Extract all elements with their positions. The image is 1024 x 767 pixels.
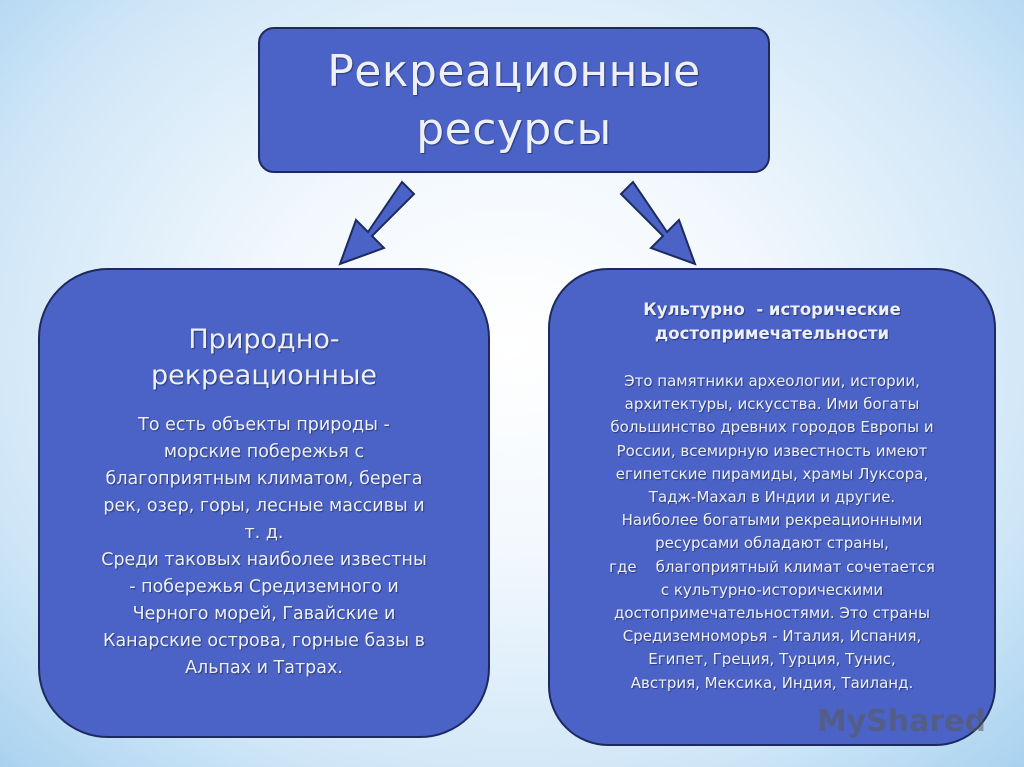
- text-line: Это памятники археологии, истории,: [624, 372, 920, 390]
- text-line: Тадж-Махал в Индии и другие.: [648, 488, 896, 507]
- text-line: благоприятным климатом, берега: [105, 469, 423, 489]
- title-line-1: Рекреационные: [327, 46, 701, 97]
- text-line: ресурсами обладают страны,: [655, 534, 889, 553]
- text-line: рек, озер, горы, лесные массивы и: [103, 496, 425, 516]
- text-line: Канарские острова, горные базы в: [103, 631, 425, 651]
- text-line: с культурно-историческими: [660, 580, 884, 599]
- heading-line: Культурно - исторические: [643, 300, 901, 319]
- text-line: достопримечательностями. Это страны: [614, 604, 930, 623]
- text-line: архитектуры, искусства. Ими богаты: [624, 395, 920, 414]
- text-line: морские побережья с: [163, 442, 365, 462]
- arrow-left-icon: [338, 180, 416, 266]
- title-line-2: ресурсы: [416, 104, 612, 155]
- text-line: Египет, Греция, Турция, Тунис,: [648, 650, 896, 669]
- text-line: т. д.: [244, 523, 284, 543]
- natural-resources-box: Природно- рекреационные То есть объекты …: [38, 268, 490, 738]
- cultural-text: Это памятники археологии, истории, архит…: [550, 370, 994, 695]
- text-line: Средиземноморья - Италия, Испания,: [622, 627, 922, 646]
- natural-heading: Природно- рекреационные: [40, 322, 488, 394]
- text-line: Среди таковых наиболее известны: [101, 550, 427, 570]
- cultural-heading: Культурно - исторические достопримечател…: [550, 298, 994, 346]
- text-line: Альпах и Татрах.: [185, 658, 343, 678]
- text-line: Наиболее богатыми рекреационными: [621, 511, 923, 530]
- text-line: Черного морей, Гавайские и: [132, 604, 396, 624]
- watermark: MyShared: [816, 704, 986, 739]
- text-line: где благоприятный климат сочетается: [609, 557, 935, 576]
- heading-line: рекреационные: [150, 360, 378, 391]
- text-line: большинство древних городов Европы и: [610, 418, 934, 437]
- arrow-right-icon: [619, 180, 697, 266]
- text-line: России, всемирную известность имеют: [616, 441, 928, 460]
- text-line: То есть объекты природы -: [138, 415, 390, 435]
- heading-line: Природно-: [188, 324, 340, 355]
- text-line: египетские пирамиды, храмы Луксора,: [615, 464, 929, 483]
- natural-text: То есть объекты природы - морские побере…: [40, 412, 488, 682]
- cultural-resources-box: Культурно - исторические достопримечател…: [548, 268, 996, 746]
- text-line: Австрия, Мексика, Индия, Таиланд.: [630, 673, 914, 692]
- text-line: - побережья Средиземного и: [129, 577, 399, 597]
- title-box: Рекреационные ресурсы: [258, 27, 770, 173]
- heading-line: достопримечательности: [654, 324, 890, 343]
